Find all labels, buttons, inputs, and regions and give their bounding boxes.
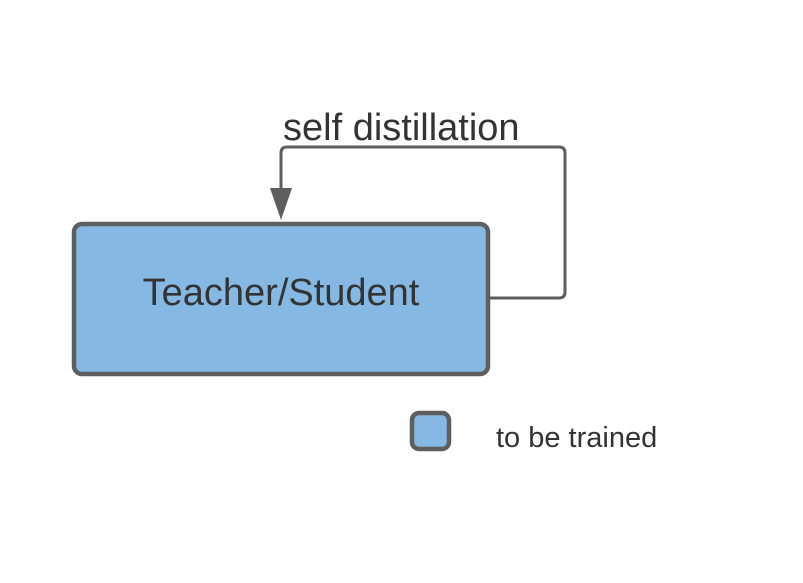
self-distillation-loop-connector	[279, 145, 567, 300]
arrowhead-icon	[270, 188, 292, 220]
loop-label: self distillation	[283, 107, 520, 149]
legend-label: to be trained	[496, 422, 657, 454]
teacher-student-box	[71, 221, 491, 377]
teacher-student-label: Teacher/Student	[143, 272, 420, 314]
legend-swatch	[409, 410, 452, 452]
teacher-student-node: Teacher/Student	[71, 221, 491, 377]
legend: to be trained	[409, 410, 657, 454]
